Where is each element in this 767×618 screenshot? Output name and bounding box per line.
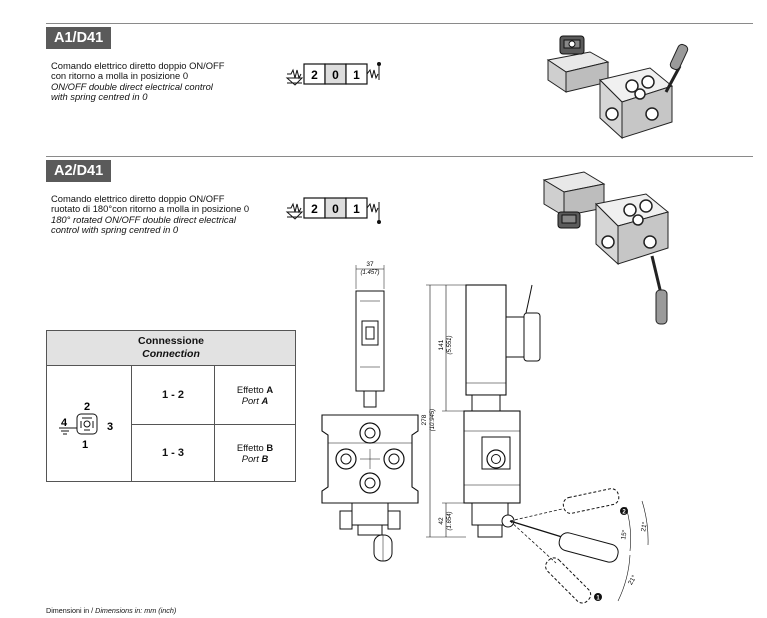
dimensional-drawing: 37 (1.457) 278 (10 xyxy=(321,261,649,604)
footer-it: Dimensioni in / xyxy=(46,606,94,615)
angle-15-label: 15° xyxy=(619,529,629,540)
connection-title-en: Connection xyxy=(142,348,200,360)
lever-positions: 15° 21° 21° 2 1 xyxy=(509,488,649,604)
dimensions-unit-note: Dimensioni in / Dimensions in: mm (inch) xyxy=(46,606,176,615)
dim-total-in: (10.945) xyxy=(430,409,436,431)
connector-pinout-diagram: 2 4 3 1 xyxy=(59,401,113,451)
effect-it-label: Effetto xyxy=(236,383,264,395)
lever-position-2-marker: 2 xyxy=(622,510,626,516)
desc-en-line-2: with spring centred in 0 xyxy=(51,90,148,102)
section-description-a1: Comando elettrico diretto doppio ON/OFF … xyxy=(51,60,225,102)
desc-en-line-2: control with spring centred in 0 xyxy=(51,223,179,235)
desc-en-line-1: 180° rotated ON/OFF double direct electr… xyxy=(51,213,236,225)
pin-4-label: 4 xyxy=(61,417,68,429)
effect-it-label: Effetto xyxy=(236,441,264,453)
valve-3d-illustration-a2 xyxy=(542,171,670,325)
section-description-a2: Comando elettrico diretto doppio ON/OFF … xyxy=(51,193,250,235)
dim-width-in: (1.457) xyxy=(360,270,379,276)
connection-pair-1-2: 1 - 2 xyxy=(131,365,215,425)
effect-en-label: Port xyxy=(241,452,259,464)
angle-21-lower-label: 21° xyxy=(626,573,638,586)
connection-title-it: Connessione xyxy=(138,335,204,347)
connection-effect-a: Effetto A Port A xyxy=(214,365,296,425)
dim-width-mm: 37 xyxy=(366,261,374,268)
effect-port-b-en: B xyxy=(261,452,269,464)
section-divider-a1 xyxy=(46,23,753,24)
desc-it-line-1: Comando elettrico diretto doppio ON/OFF xyxy=(51,193,225,204)
effect-en-label: Port xyxy=(241,394,259,406)
angle-21-upper-label: 21° xyxy=(639,521,649,532)
section-code-a1: A1/D41 xyxy=(46,27,112,49)
desc-it-line-2: con ritorno a molla in posizione 0 xyxy=(51,70,189,82)
dim-solenoid-mm: 141 xyxy=(438,339,445,350)
pin-2-label: 2 xyxy=(84,401,90,413)
front-view: 37 (1.457) xyxy=(321,261,419,562)
pin-3-label: 3 xyxy=(107,421,113,433)
dim-solenoid-in: (5.551) xyxy=(447,335,453,354)
side-view: 278 (10.945) 141 (5.551) 42 (1.654) xyxy=(421,284,541,538)
connection-table: Connessione Connection 2 4 3 1 1 xyxy=(46,330,296,482)
dim-lower-mm: 42 xyxy=(438,517,445,525)
connection-table-header: Connessione Connection xyxy=(46,330,296,366)
lever-position-1-marker: 1 xyxy=(596,596,600,602)
valve-symbol-a2: 2 0 1 xyxy=(285,197,381,224)
desc-it-line-2: ruotato di 180°con ritorno a molla in po… xyxy=(51,203,250,215)
valve-symbol-a1: 2 0 1 xyxy=(285,62,381,86)
connection-pair-1-3: 1 - 3 xyxy=(131,423,215,482)
desc-en-line-1: ON/OFF double direct electrical control xyxy=(51,80,213,92)
position-1-label: 1 xyxy=(353,202,360,216)
section-code-a2: A2/D41 xyxy=(46,160,112,182)
pin-1-label: 1 xyxy=(82,439,88,451)
position-2-label: 2 xyxy=(311,68,318,82)
connection-effect-b: Effetto B Port B xyxy=(214,423,296,482)
effect-port-b: B xyxy=(266,441,274,453)
position-1-label: 1 xyxy=(353,68,360,82)
valve-3d-illustration-a1 xyxy=(546,35,689,140)
position-2-label: 2 xyxy=(311,202,318,216)
dim-total-mm: 278 xyxy=(421,414,428,425)
connector-pinout-cell: 2 4 3 1 xyxy=(46,365,132,482)
position-0-label: 0 xyxy=(332,68,339,82)
dim-lower-in: (1.654) xyxy=(447,511,453,530)
desc-it-line-1: Comando elettrico diretto doppio ON/OFF xyxy=(51,60,225,71)
effect-port-a-en: A xyxy=(261,394,269,406)
footer-en: Dimensions in: mm (inch) xyxy=(95,606,177,615)
effect-port-a: A xyxy=(266,383,274,395)
position-0-label: 0 xyxy=(332,202,339,216)
section-divider-a2 xyxy=(46,156,753,157)
